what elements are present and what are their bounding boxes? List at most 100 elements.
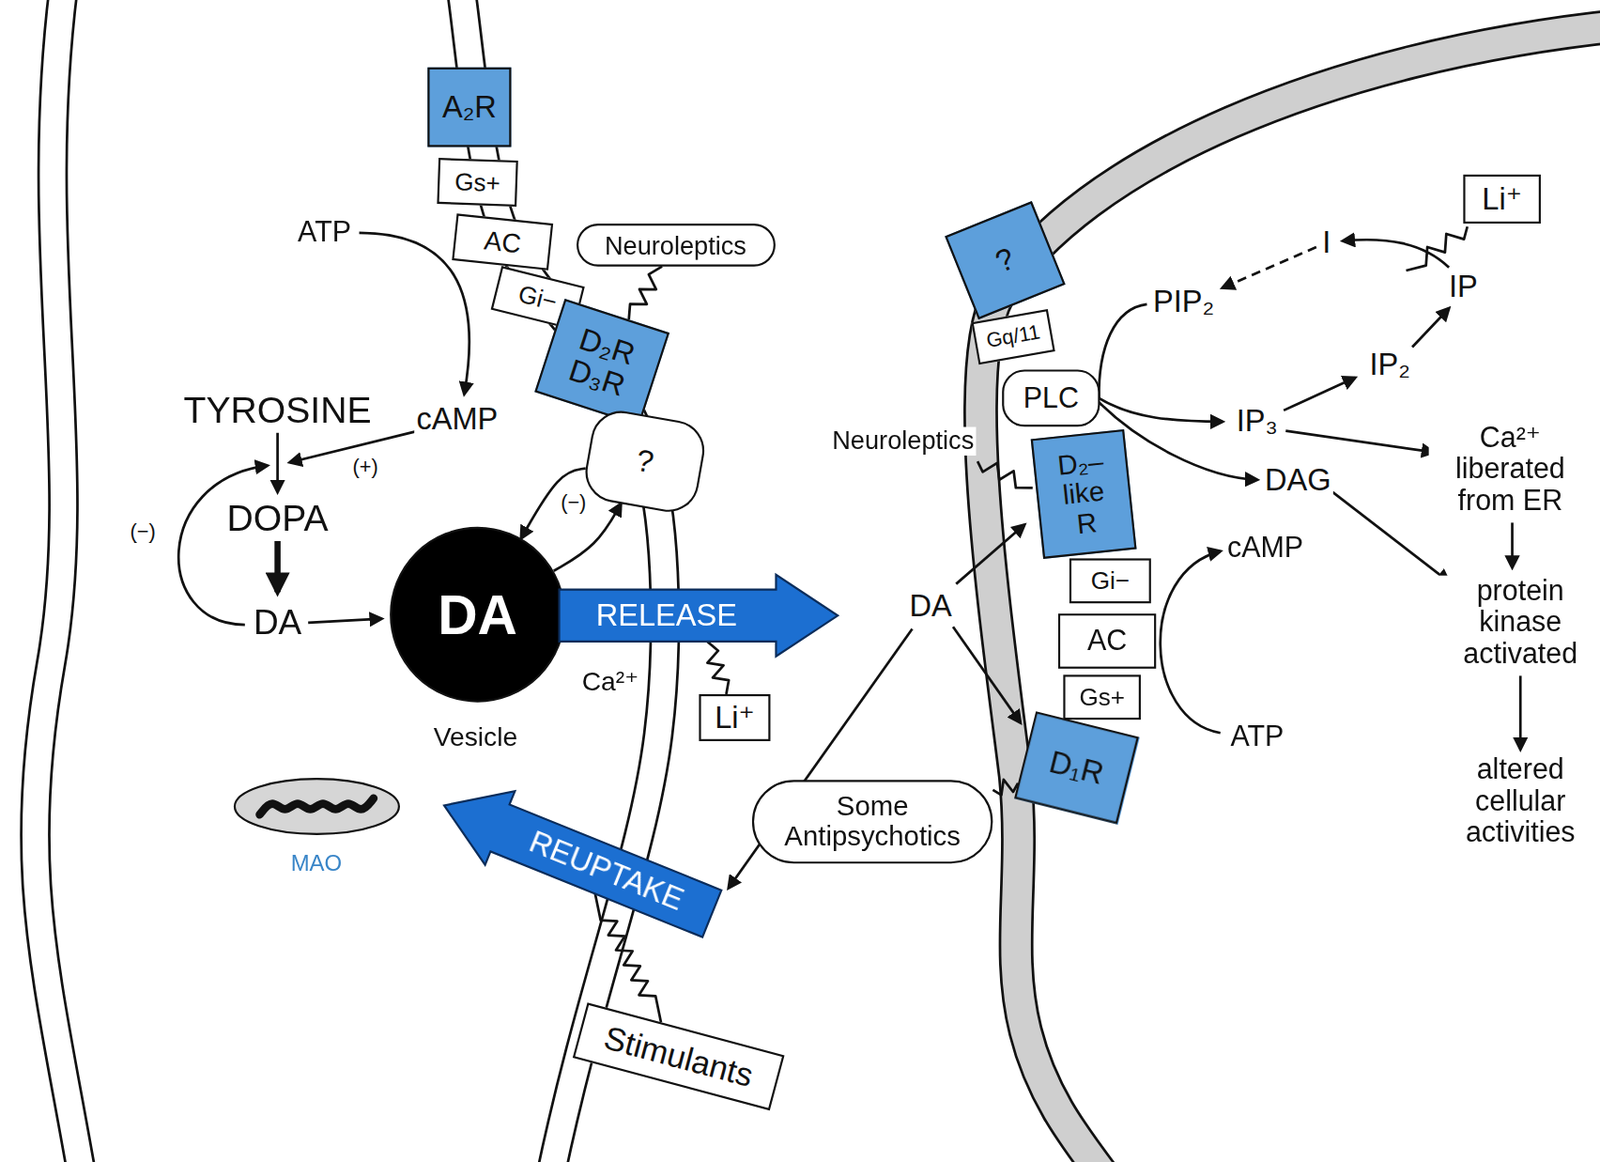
node-text: ? [633, 443, 657, 479]
reuptake-arrow: REUPTAKE [427, 767, 728, 953]
text-label: Vesicle [430, 722, 520, 752]
node-text: PLC [1023, 382, 1079, 414]
arrow-shape [558, 574, 838, 657]
enzyme-box: AC [1058, 613, 1156, 669]
inhibition-zigzag [977, 461, 1033, 488]
node-text: Li⁺ [714, 700, 755, 734]
g-protein-box: Gs+ [1062, 674, 1141, 720]
enzyme-box: PLC [1001, 369, 1100, 427]
release-arrow: RELEASE [557, 573, 839, 658]
node-text: A₂R [442, 90, 497, 124]
inhibition-zigzag [629, 266, 662, 321]
g-protein-box: Gq/11 [970, 308, 1055, 365]
text-label: PIP₂ [1151, 284, 1217, 319]
ion-box: Li⁺ [1462, 174, 1541, 224]
ion-box: Li⁺ [698, 693, 770, 741]
node-text: Gi− [1091, 567, 1130, 594]
pathway-arrow [1412, 307, 1449, 347]
node-text: AC [1087, 625, 1127, 657]
text-label: protein kinase activated [1433, 575, 1600, 670]
inhibition-zigzag [992, 779, 1018, 795]
node-text: Gi− [515, 280, 560, 316]
pill-outline [753, 780, 992, 862]
text-label: cAMP [1225, 532, 1307, 564]
text-label: DA [907, 587, 954, 622]
vesicle-circle: DA [389, 526, 566, 703]
text-label: DA [251, 603, 305, 643]
text-label: (+) [350, 455, 381, 478]
pathway-arrow [1285, 430, 1434, 453]
node-text: AC [482, 225, 523, 258]
enzyme-box: AC [451, 213, 554, 271]
membrane-outline [34, 0, 82, 1162]
text-label: IP [1446, 268, 1480, 303]
pill-outline [577, 224, 775, 265]
pathway-arrow [274, 540, 281, 592]
node-text: RELEASE [596, 599, 738, 632]
pathway-line [1098, 304, 1147, 400]
pathway-arrow [955, 524, 1025, 585]
drug-box: Stimulants [572, 1001, 785, 1110]
mitochondrion-outline [233, 778, 399, 834]
text-label: (−) [127, 519, 158, 542]
vesicle-outline [390, 527, 565, 702]
unknown-box: ? [580, 405, 709, 516]
g-protein-box: Gs+ [436, 157, 518, 207]
drug-pill: Some Antipsychotics [752, 779, 993, 863]
pathway-arrow [1519, 675, 1523, 749]
text-label: IP₂ [1367, 347, 1413, 382]
postsynaptic-membrane-band [980, 25, 1600, 1162]
text-label: I [1320, 225, 1333, 260]
pathway-arrow [953, 626, 1021, 723]
inhibition-zigzag [1406, 226, 1468, 271]
receptor-box: A₂R [427, 67, 511, 148]
membrane-inner [34, 0, 82, 1162]
node-text: D₂R D₃R [561, 321, 643, 404]
node-text: ? [990, 241, 1019, 278]
drug-pill: Neuroleptics [575, 223, 775, 267]
text-label: DOPA [224, 498, 330, 539]
node-text: Gq/11 [984, 321, 1043, 353]
node-text: DA [437, 584, 518, 645]
node-text: Stimulants [600, 1019, 757, 1093]
node-text: Gs+ [1078, 683, 1125, 710]
receptor-box: D₂– like R [1030, 429, 1138, 559]
arrow-connector [553, 503, 622, 570]
pathway-arrow [276, 432, 279, 493]
mitochondrion: MAO [231, 775, 400, 878]
text-label: ATP [1228, 721, 1286, 753]
receptor-box: D₁R [1014, 710, 1139, 824]
text-label: Ca²⁺ [579, 666, 641, 696]
text-label: cAMP [414, 401, 500, 436]
inhibition-zigzag [707, 641, 729, 694]
node-text: D₂– like R [1047, 446, 1121, 542]
node-text: Neuroleptics [604, 230, 747, 259]
pathway-arrow [1283, 377, 1355, 411]
pathway-arrow [1342, 239, 1449, 267]
postsynaptic-membrane-outline [980, 25, 1600, 1162]
node-text: Some Antipsychotics [769, 791, 974, 851]
node-text: MAO [291, 851, 342, 877]
cristae-squiggle [259, 798, 373, 815]
text-label: IP₃ [1234, 403, 1280, 438]
g-protein-box: Gi− [1069, 557, 1152, 603]
node-text: D₁R [1046, 744, 1108, 790]
pathway-arrow [307, 618, 382, 623]
node-text: Li⁺ [1481, 182, 1523, 216]
text-label: Neuroleptics [830, 427, 976, 456]
text-label: ATP [295, 216, 354, 248]
dashed-arrow [1222, 246, 1317, 288]
node-text: Gs+ [454, 168, 502, 197]
pathway-arrow [1160, 551, 1221, 733]
pathway-arrow [1510, 522, 1514, 568]
text-label: Ca²⁺ liberated from ER [1428, 422, 1592, 517]
receptor-box: ? [944, 200, 1066, 320]
text-label: TYROSINE [181, 389, 373, 431]
edge-label: (−) [558, 491, 589, 514]
text-label: altered cellular activities [1433, 753, 1600, 848]
text-label: DAG [1262, 462, 1334, 497]
arrow-shape [429, 768, 727, 951]
feedback-arrow [178, 465, 268, 626]
